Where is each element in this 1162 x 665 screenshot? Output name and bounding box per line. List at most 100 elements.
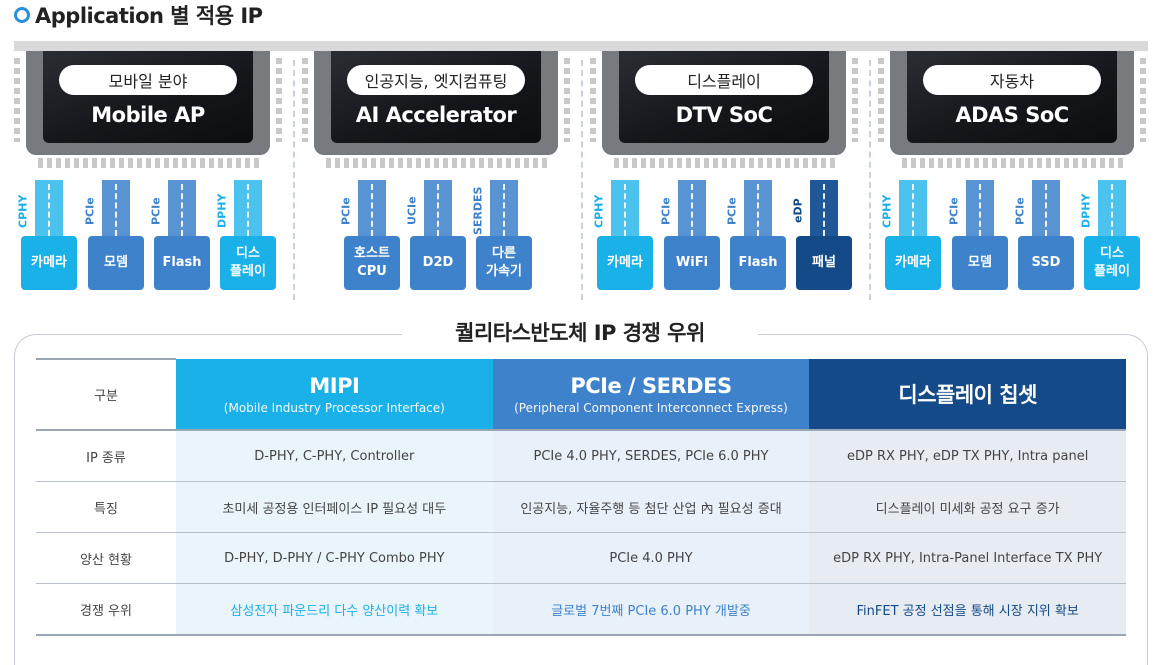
table-cell: 삼성전자 파운드리 다수 양산이력 확보 [176,583,493,636]
row-label: 특징 [36,481,176,533]
peripheral-box: 모뎀 [88,236,144,290]
protocol-label: PCIe [725,197,739,225]
peripheral-box: 호스트 CPU [344,236,400,290]
chip-package: 인공지능, 엣지컴퓨팅 AI Accelerator [314,51,558,155]
protocol-label: DPHY [215,193,229,229]
interface-lane: CPHY 카메라 [881,180,941,292]
peripheral-box: 다른 가속기 [476,236,532,290]
chip-package: 디스플레이 DTV SoC [602,51,846,155]
protocol-label: CPHY [16,194,30,228]
interface-bus [678,180,706,240]
peripheral-label: 디스 플레이 [1094,246,1130,279]
soc-name: AI Accelerator [355,103,517,127]
table-cell: D-PHY, D-PHY / C-PHY Combo PHY [176,532,493,584]
chip-pins-bottom [326,158,548,168]
peripheral-box: 패널 [796,236,852,290]
peripheral-label: 모뎀 [104,255,128,270]
corner-label: 구분 [36,358,176,431]
application-block: 모바일 분야 Mobile AP CPHY 카메라 PCIe 모뎀 PCIe F… [14,44,284,294]
peripheral-box: Flash [154,236,210,290]
interface-bus [490,180,518,240]
column-title: MIPI [309,373,360,398]
peripheral-label: 디스 플레이 [230,246,266,279]
table-header-row: 구분 MIPI (Mobile Industry Processor Inter… [36,358,1126,431]
table-cell: 글로벌 7번째 PCIe 6.0 PHY 개발중 [492,583,810,636]
interface-lane: PCIe Flash [150,180,210,292]
application-block: 인공지능, 엣지컴퓨팅 AI Accelerator PCIe 호스트 CPU … [302,44,572,294]
application-field-label: 모바일 분야 [59,65,237,95]
column-header-display: 디스플레이 칩셋 [809,359,1126,431]
interface-lane: PCIe SSD [1014,180,1074,292]
application-field-label: 자동차 [923,65,1101,95]
peripheral-label: 다른 가속기 [486,246,522,279]
interface-bus [424,180,452,240]
protocol-label: PCIe [947,197,961,225]
peripheral-label: 패널 [812,255,836,270]
table-cell: D-PHY, C-PHY, Controller [176,430,493,482]
chip-pins-bottom [38,158,260,168]
column-subtitle: (Peripheral Component Interconnect Expre… [514,400,788,415]
interface-bus [810,180,838,240]
interface-lane: DPHY 디스 플레이 [1080,180,1140,292]
interface-bus [611,180,639,240]
interface-bus [1032,180,1060,240]
circle-bullet-icon [14,7,30,23]
soc-name: DTV SoC [675,103,773,127]
protocol-label: PCIe [1013,197,1027,225]
protocol-label: PCIe [339,197,353,225]
interface-bus [102,180,130,240]
column-title: PCIe / SERDES [570,373,732,398]
protocol-label: PCIe [149,197,163,225]
peripheral-box: WiFi [664,236,720,290]
protocol-label: DPHY [1079,193,1093,229]
row-label: 경쟁 우위 [36,583,176,636]
chip-pins-left [14,58,20,142]
soc-name: ADAS SoC [955,103,1069,127]
table-cell: FinFET 공정 선점을 통해 시장 지위 확보 [809,583,1126,636]
interface-lane: SERDES 다른 가속기 [472,180,532,292]
peripheral-box: 모뎀 [952,236,1008,290]
peripheral-box: 디스 플레이 [1084,236,1140,290]
peripheral-box: SSD [1018,236,1074,290]
row-label: IP 종류 [36,430,176,482]
interface-lane: CPHY 카메라 [17,180,77,292]
peripheral-label: Flash [738,255,778,270]
chip-image: 자동차 ADAS SoC [907,51,1117,143]
comparison-title: 퀄리타스반도체 IP 경쟁 우위 [402,318,758,348]
peripheral-label: Flash [162,255,202,270]
chip-pins-right [852,58,858,142]
protocol-label: eDP [791,198,805,224]
chip-pins-right [564,58,570,142]
interface-lane: DPHY 디스 플레이 [216,180,276,292]
peripheral-label: 카메라 [607,255,643,270]
application-block: 자동차 ADAS SoC CPHY 카메라 PCIe 모뎀 PCIe SSD D… [878,44,1148,294]
peripheral-label: 카메라 [895,255,931,270]
table-cell: PCIe 4.0 PHY [492,532,810,584]
protocol-label: CPHY [592,194,606,228]
protocol-label: PCIe [659,197,673,225]
chip-pins-left [878,58,884,142]
peripheral-box: 카메라 [21,236,77,290]
interface-bus [168,180,196,240]
column-header-mipi: MIPI (Mobile Industry Processor Interfac… [176,359,493,431]
interface-bus [899,180,927,240]
interface-bus [358,180,386,240]
chip-image: 모바일 분야 Mobile AP [43,51,253,143]
row-label: 양산 현황 [36,532,176,584]
chip-image: 인공지능, 엣지컴퓨팅 AI Accelerator [331,51,541,143]
application-field-label: 디스플레이 [635,65,813,95]
chip-pins-right [276,58,282,142]
interface-lane: UCIe D2D [406,180,466,292]
table-cell: eDP RX PHY, eDP TX PHY, Intra panel [809,430,1126,482]
chip-package: 모바일 분야 Mobile AP [26,51,270,155]
table-cell: 인공지능, 자율주행 등 첨단 산업 內 필요성 증대 [492,481,810,533]
peripheral-label: 호스트 CPU [354,246,390,279]
interface-lane: CPHY 카메라 [593,180,653,292]
table-cell: 디스플레이 미세화 공정 요구 증가 [809,481,1126,533]
column-subtitle: (Mobile Industry Processor Interface) [223,400,445,415]
table-cell: eDP RX PHY, Intra-Panel Interface TX PHY [809,532,1126,584]
peripheral-label: SSD [1031,255,1061,270]
